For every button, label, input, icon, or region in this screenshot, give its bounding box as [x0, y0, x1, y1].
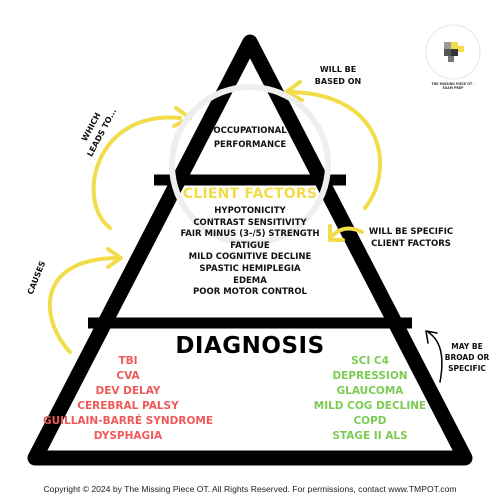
top-label-line-2: PERFORMANCE — [213, 140, 287, 150]
arrow-may-be-broad-head — [425, 330, 438, 344]
annotation-will-be-based-on: WILL BE BASED ON — [303, 64, 373, 88]
client-factors-list: HYPOTONICITY CONTRAST SENSITIVITY FAIR M… — [150, 206, 350, 299]
list-item: FAIR MINUS (3-/5) STRENGTH — [180, 229, 320, 240]
annotation-line-1: MAY BE — [451, 342, 483, 351]
annotation-may-be-broad: MAY BE BROAD OR SPECIFIC — [440, 341, 494, 374]
logo — [425, 24, 481, 80]
arrow-will-be-specific-head — [328, 224, 345, 242]
list-item: POOR MOTOR CONTROL — [193, 287, 307, 298]
list-item: HYPOTONICITY — [214, 206, 286, 216]
diagnosis-list-left: TBI CVA DEV DELAY CEREBRAL PALSY GUILLAI… — [38, 354, 218, 444]
tier-top-label: OCCUPATIONAL PERFORMANCE — [190, 124, 310, 152]
annotation-line-1: WILL BE SPECIFIC — [368, 227, 454, 237]
client-factors-title: CLIENT FACTORS — [182, 186, 318, 202]
list-item: MILD COG DECLINE — [313, 400, 427, 412]
list-item: DEPRESSION — [332, 370, 408, 382]
arrow-causes — [47, 256, 117, 354]
list-item: COPD — [353, 415, 387, 427]
list-item: CEREBRAL PALSY — [77, 400, 179, 412]
list-item: SPASTIC HEMIPLEGIA — [199, 263, 301, 274]
arrow-may-be-broad — [427, 331, 443, 383]
annotation-line-3: SPECIFIC — [448, 364, 486, 373]
list-item: EDEMA — [233, 275, 267, 286]
list-item: SCI C4 — [351, 355, 389, 367]
top-label-line-1: OCCUPATIONAL — [213, 126, 287, 136]
annotation-line-2: BROAD OR — [444, 353, 490, 362]
arrow-causes-head — [106, 247, 123, 269]
logo-text: THE MISSING PIECE OT · EXAM PREP — [431, 82, 475, 90]
list-item: CVA — [116, 370, 140, 382]
list-item: TBI — [118, 355, 138, 367]
arrow-will-be-based-on — [290, 90, 383, 210]
list-item: CONTRAST SENSITIVITY — [193, 217, 307, 228]
annotation-line-2: BASED ON — [314, 77, 362, 86]
list-item: STAGE II ALS — [332, 430, 408, 442]
list-item: DEV DELAY — [95, 385, 161, 397]
arrow-will-be-specific — [330, 226, 364, 238]
list-item: GLAUCOMA — [336, 385, 404, 397]
watermark-ring — [169, 84, 331, 246]
list-item: DYSPHAGIA — [93, 430, 163, 442]
copyright-notice: Copyright © 2024 by The Missing Piece OT… — [43, 484, 457, 494]
arrow-which-leads-to — [91, 115, 182, 230]
pyramid-outline — [27, 34, 473, 466]
annotation-will-be-specific: WILL BE SPECIFIC CLIENT FACTORS — [356, 226, 466, 250]
list-item: GUILLAIN-BARRÉ SYNDROME — [42, 415, 214, 427]
arrow-will-be-based-on-head — [284, 80, 304, 102]
diagnosis-title: DIAGNOSIS — [175, 333, 325, 359]
annotation-line-2: CLIENT FACTORS — [371, 239, 451, 249]
annotation-line-1: WILL BE — [319, 65, 357, 74]
list-item: MILD COGNITIVE DECLINE — [188, 252, 312, 263]
list-item: FATIGUE — [230, 240, 270, 251]
diagnosis-list-right: SCI C4 DEPRESSION GLAUCOMA MILD COG DECL… — [280, 354, 460, 444]
